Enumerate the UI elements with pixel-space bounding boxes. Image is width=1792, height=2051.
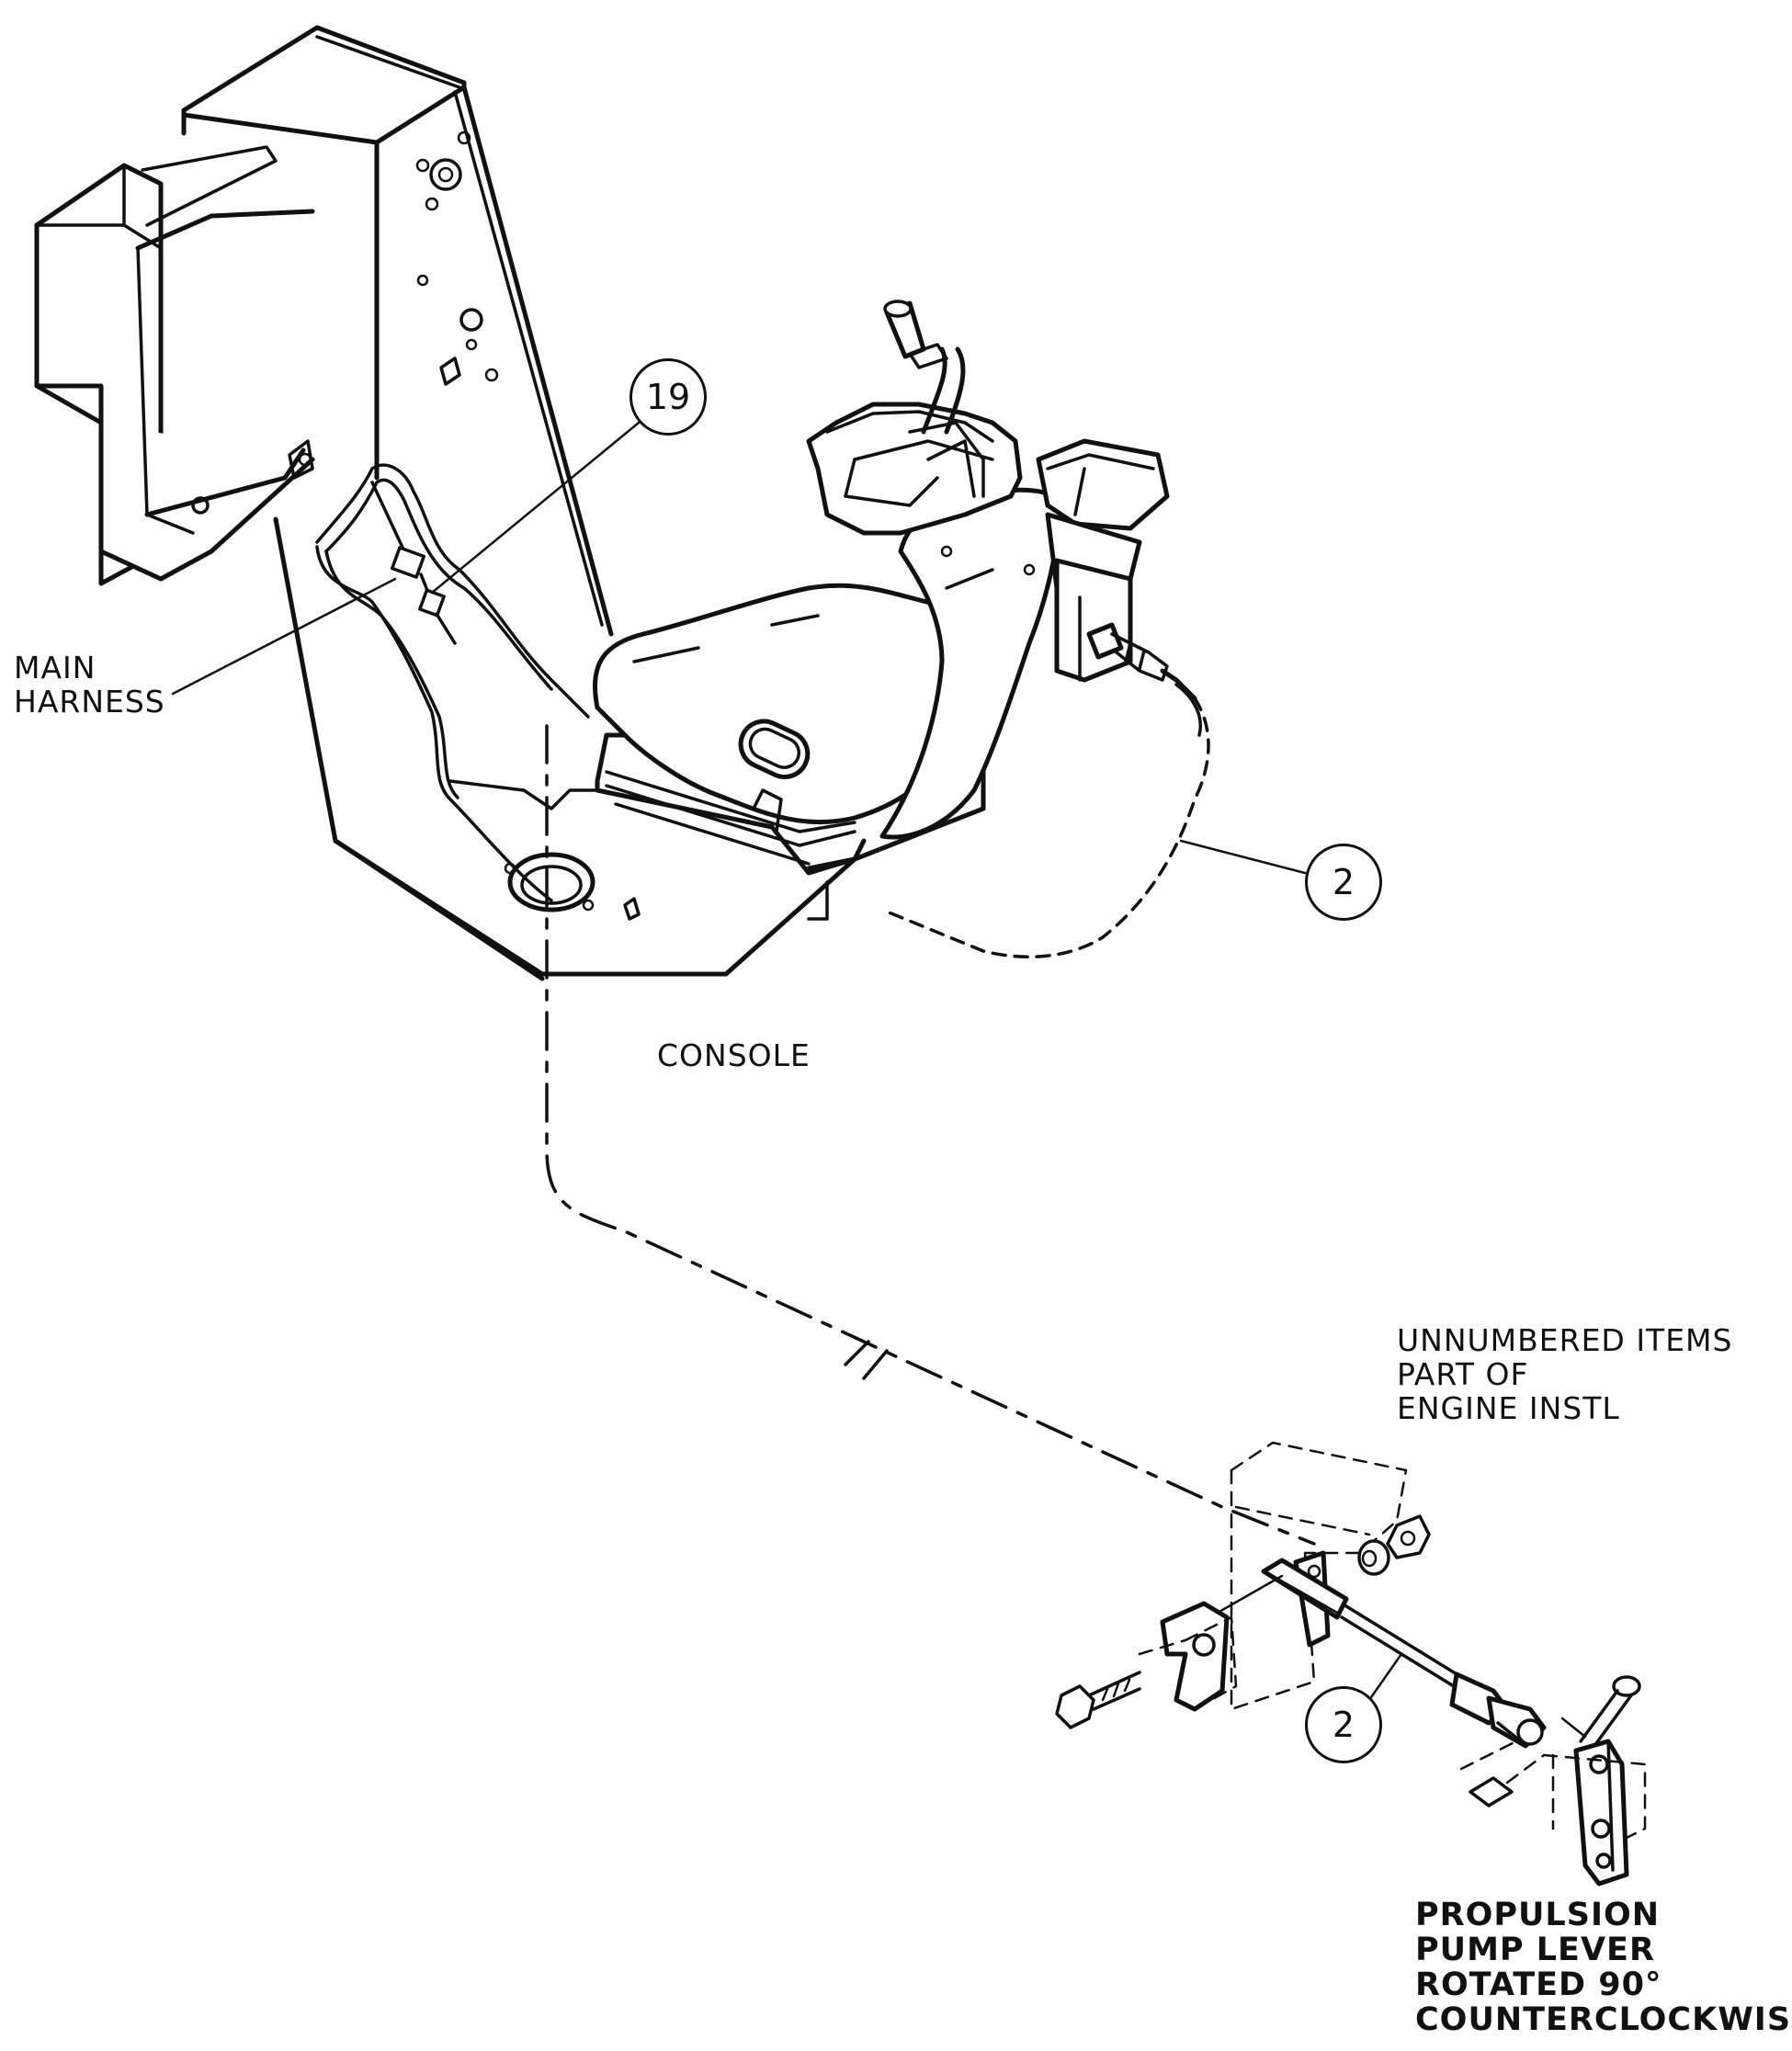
unnumbered-items-label: UNNUMBERED ITEMS PART OF ENGINE INSTL — [1397, 1322, 1733, 1426]
callout-item-19: 19 — [629, 358, 707, 436]
operator-seat — [592, 487, 1064, 921]
console-label: CONSOLE — [657, 1037, 811, 1073]
propulsion-cable — [545, 697, 1316, 1546]
console-tower — [34, 25, 857, 981]
propulsion-pump-lever-label: PROPULSION PUMP LEVER ROTATED 90° COUNTE… — [1415, 1897, 1792, 2038]
leader-item-2-lower — [1367, 1652, 1403, 1702]
callout-item-2-upper: 2 — [1305, 844, 1382, 921]
main-harness-label: MAIN HARNESS — [14, 650, 165, 720]
callout-item-2-lower: 2 — [1305, 1686, 1382, 1763]
control-pedestal — [806, 300, 1202, 737]
leader-item-2-upper — [1179, 839, 1307, 875]
mounting-hardware — [1055, 1441, 1647, 1887]
